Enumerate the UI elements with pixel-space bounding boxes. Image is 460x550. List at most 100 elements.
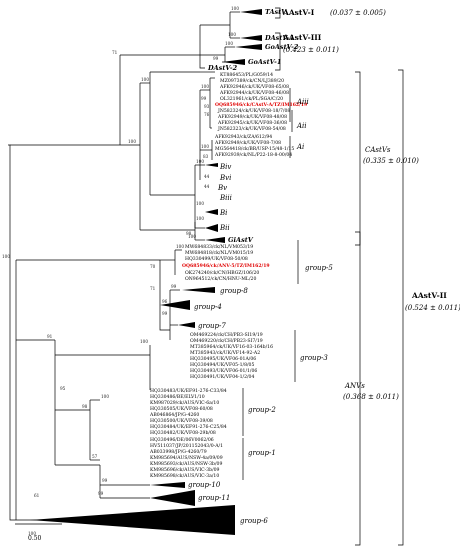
- subgroup-aii: Aii: [296, 122, 307, 130]
- clade-aastv3-value: (0.423 ± 0.011): [283, 46, 339, 54]
- bootstrap-value: 100: [196, 216, 204, 221]
- bracket-aastv3: [275, 32, 281, 71]
- bootstrap-value: 71: [150, 286, 156, 291]
- bracket-aastv2: [398, 69, 404, 546]
- leaf-label: HQ330496/DE/06V0062/06: [150, 437, 214, 443]
- bootstrap-value: 100: [188, 234, 196, 239]
- clade-aastv1-name: AAstV-I: [282, 8, 315, 17]
- leaf-label-highlight: OQ685946/ck/CAstV-A/TZ/IM162/19: [215, 102, 307, 108]
- leaf-label: ON964512/ck/CN/HNU-ML/20: [185, 276, 256, 282]
- bootstrap-value: 98: [82, 404, 88, 409]
- bootstrap-value: 100: [228, 32, 236, 37]
- bootstrap-value: 95: [60, 386, 66, 391]
- bootstrap-value: 100: [128, 139, 136, 144]
- leaf-label: AFK92939/ck/NL/P22-18-8-00/04: [214, 152, 292, 158]
- leaf-label: AFK92943/ck/ZA/612/94: [214, 134, 272, 140]
- bootstrap-value: 100: [101, 394, 109, 399]
- bootstrap-value: 100: [231, 6, 239, 11]
- leaf-label: AFK92946/ck/UK/VF08-65/08: [219, 84, 289, 90]
- bootstrap-value: 57: [92, 454, 98, 459]
- leaf-label: AB046864/JP/G-4260: [149, 412, 199, 418]
- tip-goastv1: GoAstV-1: [248, 58, 281, 66]
- clade-aastv1-value: (0.037 ± 0.005): [330, 9, 386, 17]
- bootstrap-value: 61: [34, 493, 40, 498]
- triangle-group7: [178, 322, 195, 328]
- leaf-label: KM985694/AUS/NSW-4a/09/09: [150, 455, 223, 461]
- tip-dastv2: DAstV-2: [207, 64, 238, 72]
- leaf-label: KT886453/PL/G059/14: [220, 72, 273, 78]
- bootstrap-value: 99: [98, 491, 104, 496]
- tree-branches: [8, 11, 240, 521]
- group3-label: group-3: [300, 354, 328, 362]
- leaf-label: HQ330491/UK/VF04-1/2/04: [190, 374, 254, 380]
- subgroup-biii: Biii: [219, 194, 232, 202]
- subgroup-bi: Bi: [219, 209, 227, 217]
- bootstrap-value: 100: [140, 339, 148, 344]
- tip-goastv2: GoAstV-2: [265, 43, 299, 51]
- subgroup-bii: Bii: [219, 224, 230, 232]
- group10-label: group-10: [188, 481, 221, 489]
- leaf-label: KM987029/ck/AUS/VIC-6a/10: [150, 400, 219, 406]
- leaf-label: HQ330505/UK/VF08-60/08: [150, 406, 213, 412]
- triangle-goastv2: [235, 44, 262, 50]
- subgroup-ai: Ai: [296, 143, 304, 151]
- leaf-label: OK274240/ck/CN/HBGZ/106/20: [185, 270, 259, 276]
- group7-label: group-7: [198, 322, 226, 330]
- triangle-group4: [160, 300, 190, 310]
- leaf-label: HQ330493/UK/VF06-01/1/06: [190, 368, 257, 374]
- bootstrap-value: 100: [2, 254, 10, 259]
- leaf-label: MW684818/ck/NL/VM015/19: [185, 250, 253, 256]
- triangle-bii: [205, 224, 218, 232]
- bootstrap-value: 99: [171, 284, 177, 289]
- leaf-label: HQ330484/UK/EF91-276-C25/84: [150, 424, 227, 430]
- subgroup-aiii: Aiii: [296, 98, 309, 106]
- tip-dastv1: DAstV-1: [264, 34, 294, 42]
- leaf-label-highlight: OQ685946/ck/ANV-5/TZ/IM162/19: [182, 263, 270, 269]
- leaf-label: MG564418/ck/BR/USP-15/48-1/15: [215, 146, 294, 152]
- bootstrap-value: 100: [201, 144, 209, 149]
- leaf-label: MT385964/ck/UK/VF16-03-164b/16: [190, 344, 273, 350]
- leaf-label: MZ097389/ck/CN/LJ389/20: [220, 78, 284, 84]
- clade-aastv2-name: AAstV-II: [411, 291, 447, 300]
- scale-bar: 0.50: [15, 523, 62, 542]
- bootstrap-value: 70: [150, 264, 156, 269]
- leaf-label: OL321961/ck/PL/SGA/C/20: [220, 96, 283, 102]
- leaf-label: KM985696/ck/AUS/VIC-3b/09: [150, 467, 220, 473]
- leaf-label: HQ330494/UK/VF05-1/8/05: [190, 362, 254, 368]
- leaf-label: HQ330486/BE/ELV1/10: [150, 394, 205, 400]
- clade-aastv2-value: (0.524 ± 0.011): [405, 304, 460, 312]
- clade-castvs-name: CAstVs: [365, 146, 391, 154]
- triangle-bi: [205, 209, 218, 215]
- leaf-label: HV511037/JP/201152043/0-A/1: [150, 443, 223, 449]
- bracket-aastv1: [275, 7, 281, 19]
- leaf-label: AB033998/JP/G-4260/79: [149, 449, 207, 455]
- bootstrap-value: 100: [196, 159, 204, 164]
- leaf-label: OM469224/ck/CH/PB3-SI19/19: [190, 332, 263, 338]
- triangle-group6: [30, 505, 235, 535]
- bootstrap-value: 100: [176, 244, 184, 249]
- scale-bar-label: 0.50: [28, 535, 42, 542]
- bootstrap-value: 83: [203, 154, 209, 159]
- group8-label: group-8: [220, 287, 248, 295]
- leaf-label: HQ330499/UK/VF08-50/08: [185, 256, 248, 262]
- bootstrap-value: 100: [28, 531, 36, 536]
- subgroup-biv: Biv: [219, 163, 231, 171]
- subgroup-bvi: Bvi: [219, 174, 231, 182]
- group1-label: group-1: [248, 449, 276, 457]
- collapsed-clades: [30, 9, 262, 535]
- leaf-label: AFK92945/ck/UK/VF08-36/08: [217, 120, 287, 126]
- group11-label: group-11: [198, 494, 230, 502]
- triangle-tastv: [240, 9, 262, 15]
- group5-label: group-5: [305, 264, 333, 272]
- bootstrap-value: 99: [102, 478, 108, 483]
- bootstrap-value: 98: [186, 231, 192, 236]
- clade-anvs-name: ANVs: [344, 382, 365, 390]
- triangle-biv: [205, 163, 218, 167]
- leaf-label: OM469220/ck/CH/PB23-SI7/19: [190, 338, 263, 344]
- bootstrap-value: 99: [213, 56, 219, 61]
- leaf-label: KM985693/ck/AUS/NSW-3b/09: [150, 461, 222, 467]
- bootstrap-value: 100: [201, 84, 209, 89]
- bootstrap-value: 91: [47, 334, 53, 339]
- bootstrap-value: 71: [112, 50, 118, 55]
- group4-label: group-4: [194, 303, 222, 311]
